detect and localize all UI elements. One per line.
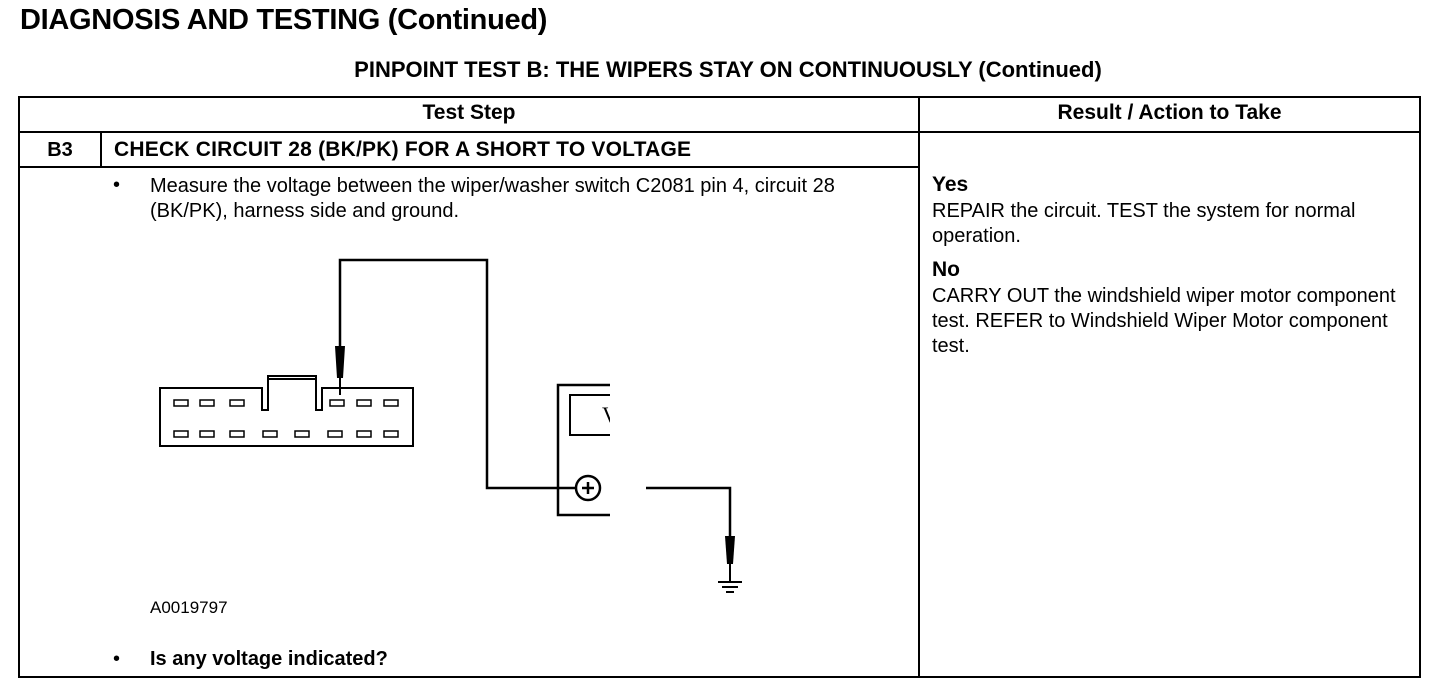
step-id-divider [100, 131, 102, 167]
test-table [18, 96, 1421, 678]
step-question: Is any voltage indicated? [150, 648, 388, 670]
page-heading: DIAGNOSIS AND TESTING (Continued) [20, 4, 548, 36]
pinpoint-test-title: PINPOINT TEST B: THE WIPERS STAY ON CONT… [354, 57, 1102, 82]
header-divider [18, 131, 1421, 133]
result-no-action: CARRY OUT the windshield wiper motor com… [932, 285, 1396, 357]
ground-lead-diagram [646, 486, 742, 593]
step-title-divider [18, 166, 920, 168]
meter-symbol: V [602, 402, 610, 427]
figure-id: A0019797 [150, 598, 228, 617]
column-divider [918, 96, 920, 678]
step-instruction: Measure the voltage between the wiper/wa… [150, 175, 835, 222]
connector-c2081-icon [159, 375, 414, 447]
test-lead-wire-positive [338, 258, 578, 490]
step-title: CHECK CIRCUIT 28 (BK/PK) FOR A SHORT TO … [114, 138, 692, 161]
result-yes-label: Yes [932, 173, 969, 196]
result-yes-action: REPAIR the circuit. TEST the system for … [932, 200, 1356, 247]
voltmeter-icon [556, 383, 610, 517]
probe-tip-icon [335, 346, 345, 378]
result-no-label: No [932, 258, 960, 281]
ground-symbol-icon [718, 581, 742, 593]
ground-probe-icon [725, 536, 735, 564]
bullet-icon: • [113, 648, 121, 670]
voltmeter-diagram: V [159, 258, 610, 517]
step-id: B3 [47, 139, 73, 161]
column-header-test-step: Test Step [422, 101, 516, 124]
column-header-result-action: Result / Action to Take [1057, 101, 1282, 124]
bullet-icon: • [113, 174, 121, 196]
